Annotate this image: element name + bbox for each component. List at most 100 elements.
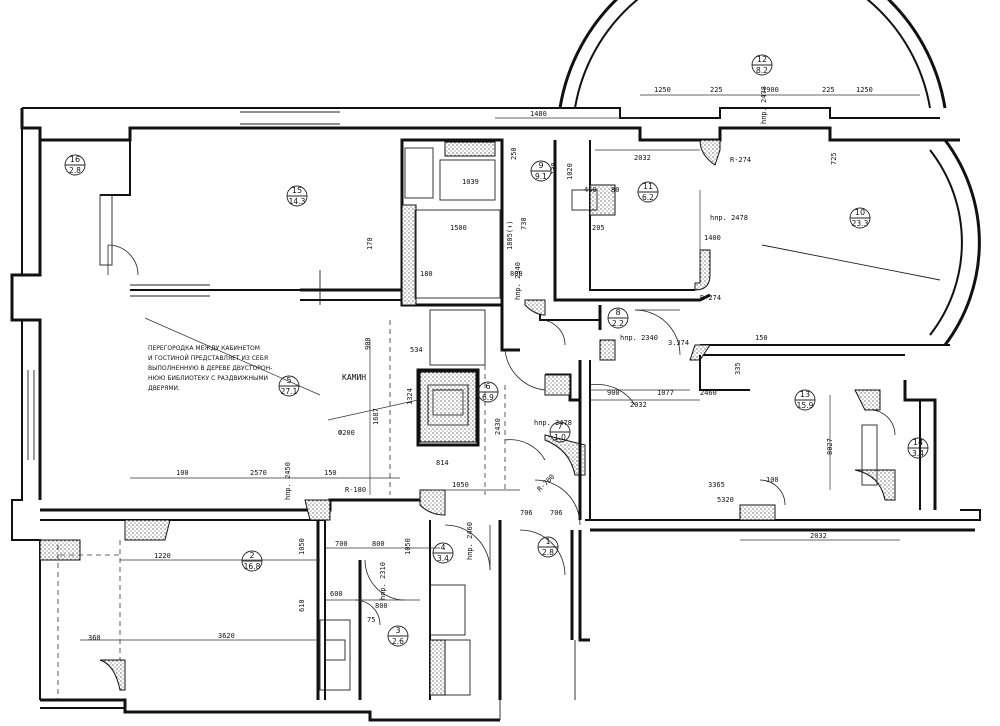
dim-label: 3365: [708, 481, 725, 489]
interior-walls: [39, 138, 896, 700]
room-area: 15.9: [797, 401, 814, 410]
dim-label: 900: [607, 389, 620, 397]
dim-label: 250: [510, 147, 518, 160]
dim-label: 1050: [404, 538, 412, 555]
dim-label: hпр. 2450: [284, 462, 292, 500]
dim-label: 8027: [826, 438, 834, 455]
room-area: 2.2: [612, 319, 624, 328]
room-number: 10: [855, 208, 865, 217]
room-area: 6.9: [482, 393, 494, 402]
dim-label: 600: [330, 590, 343, 598]
dim-label: 1077: [657, 389, 674, 397]
room-number: 16: [70, 155, 80, 164]
room-3: 32.6: [387, 625, 409, 647]
dim-label: 1020: [566, 163, 574, 180]
dim-label: 2460: [700, 389, 717, 397]
doors: [107, 244, 896, 626]
dim-label: hпр. 2460: [466, 522, 474, 560]
room-area: 2.8: [542, 548, 554, 557]
dim-label: 1805(↑): [506, 220, 514, 250]
dim-label: 130: [550, 162, 558, 175]
note-line: ВЫПОЛНЕННУЮ В ДЕРЕВЕ ДВУСТОРОН-: [148, 365, 272, 372]
room-number: 6: [485, 382, 490, 391]
dim-label: 1687: [372, 408, 380, 425]
dim-label: hпр. 2478: [760, 86, 768, 124]
dim-label: 460: [584, 186, 597, 194]
room-number: 2: [249, 551, 254, 560]
room-8: 82.2: [607, 307, 629, 329]
room-5: 527.1: [278, 375, 300, 397]
note-line: ПЕРЕГОРОДКА МЕЖДУ КАБИНЕТОМ: [148, 345, 260, 352]
note-line: И ГОСТИНОЙ ПРЕДСТАВЛЯЕТ ИЗ СЕБЯ: [148, 355, 268, 362]
room-16: 162.8: [64, 154, 86, 176]
room-area: 6.2: [642, 193, 654, 202]
dim-label: 1050: [452, 481, 469, 489]
dim-label: 1250: [654, 86, 671, 94]
room-area: 3.4: [912, 449, 924, 458]
outer-walls: [10, 107, 981, 722]
dim-label: hпр. 2340: [514, 262, 522, 300]
room-number: 15: [292, 186, 302, 195]
rotunda: [558, 0, 981, 356]
dim-label: 800: [510, 270, 523, 278]
dim-label: 610: [298, 599, 306, 612]
dim-label: 1039: [462, 178, 479, 186]
room-number: 1: [545, 537, 550, 546]
dim-label: 150: [324, 469, 337, 477]
room-11: 116.2: [637, 181, 659, 203]
room-4: 43.4: [432, 542, 454, 564]
dim-label: 335: [734, 362, 742, 375]
dim-label: 1400: [704, 234, 721, 242]
room-number: 8: [615, 308, 620, 317]
dimension-labels: 1480 1250 225 1900 225 1250 hпр. 2478 20…: [88, 86, 873, 642]
dim-label: hпр. 2478: [710, 214, 748, 222]
room-number: 7: [557, 422, 562, 431]
room-1: 12.8: [537, 536, 559, 558]
dim-label: 730: [520, 217, 528, 230]
dim-label: hпр. 2340: [620, 334, 658, 342]
room-number: 14: [913, 438, 923, 447]
room-area: 1.0: [554, 433, 566, 442]
dim-label: 205: [592, 224, 605, 232]
room-area: 2.8: [69, 166, 81, 175]
dim-label: 2570: [250, 469, 267, 477]
dim-label: 1480: [530, 110, 547, 118]
room-number: 11: [643, 182, 653, 191]
dim-label: R-700: [536, 473, 557, 494]
dim-label: 800: [372, 540, 385, 548]
dim-label: 800: [375, 602, 388, 610]
room-area: 16.8: [244, 562, 261, 571]
dim-label: 100: [176, 469, 189, 477]
dim-label: 170: [366, 237, 374, 250]
dim-label: 100: [766, 476, 779, 484]
room-10: 10 23.3: [849, 207, 871, 229]
dim-label: 700: [335, 540, 348, 548]
room-14: 143.4: [907, 437, 929, 459]
room-number: 13: [800, 390, 810, 399]
room-2: 216.8: [241, 550, 263, 572]
dim-label: 1324: [406, 388, 414, 405]
room-area: 23.3: [852, 219, 869, 228]
dim-label: 225: [710, 86, 723, 94]
dim-label: R-180: [345, 486, 366, 494]
room-area: 14.3: [289, 197, 306, 206]
dim-label: 360: [88, 634, 101, 642]
dim-label: 725: [830, 152, 838, 165]
dim-label: 2032: [630, 401, 647, 409]
dim-label: 3620: [218, 632, 235, 640]
room-15: 15 14.3: [286, 185, 308, 207]
room-number: 5: [286, 376, 291, 385]
room-area: 27.1: [281, 387, 298, 396]
dim-label: hпр. 2310: [379, 562, 387, 600]
room-number: 12: [757, 55, 767, 64]
dim-label: 706: [550, 509, 563, 517]
dim-label: 900: [364, 337, 372, 350]
dim-label: 534: [410, 346, 423, 354]
room-6: 66.9: [477, 381, 499, 403]
room-number: 4: [440, 543, 445, 552]
dim-label: 2032: [810, 532, 827, 540]
room-13: 13 15.9: [794, 389, 816, 411]
fireplace-label: КАМИН: [342, 373, 366, 382]
dim-label: 180: [420, 270, 433, 278]
